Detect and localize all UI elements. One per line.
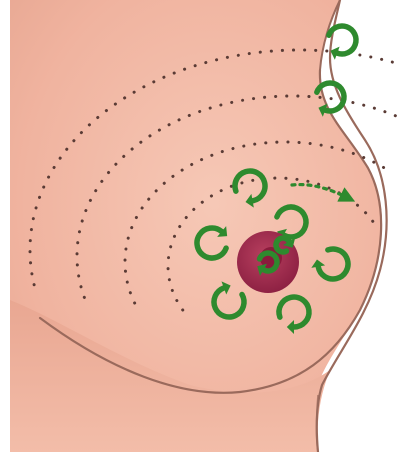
illustration-canvas — [0, 0, 398, 452]
breast-exam-illustration — [0, 0, 398, 452]
